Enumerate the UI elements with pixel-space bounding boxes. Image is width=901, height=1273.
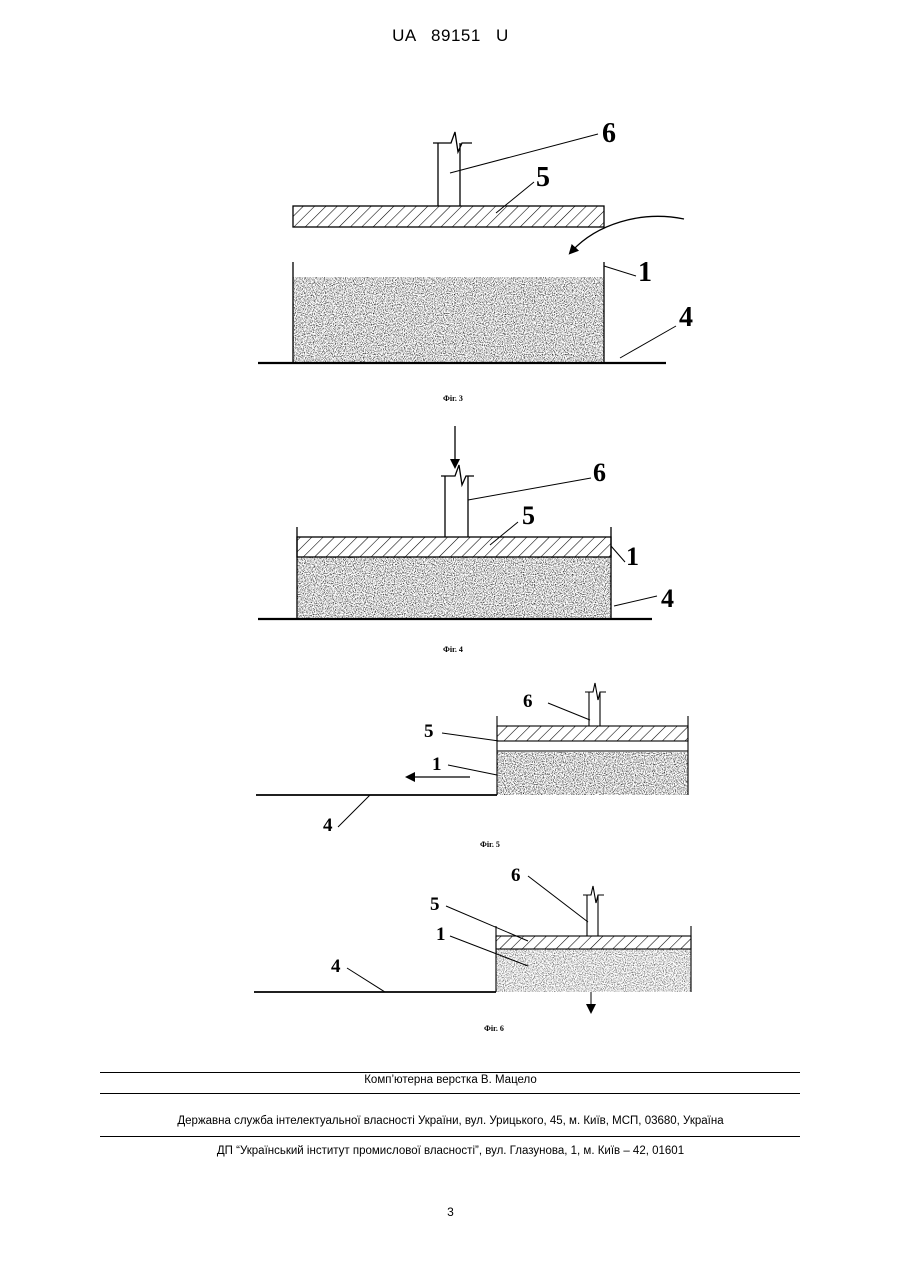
fig5-caption: Фіг. 5 (480, 840, 500, 849)
fig3-label-6: 6 (602, 118, 616, 149)
page-number: 3 (0, 1205, 901, 1219)
footer-rule-bottom (100, 1136, 800, 1137)
fig4-label-5: 5 (522, 501, 535, 530)
fig4-label-6: 6 (593, 458, 606, 487)
layout-credit: Комп’ютерна верстка В. Мацело (0, 1074, 901, 1086)
footer-rule-top (100, 1072, 800, 1073)
figure-5: 6 5 1 4 Фіг. 5 (256, 683, 688, 849)
fig3-label-4: 4 (679, 302, 693, 333)
fig4-label-1: 1 (626, 542, 639, 571)
agency-address: Державна служба інтелектуальної власност… (0, 1115, 901, 1127)
fig5-label-5: 5 (424, 721, 434, 742)
fig6-label-5: 5 (430, 894, 440, 915)
fig6-caption: Фіг. 6 (484, 1024, 504, 1033)
fig5-label-6: 6 (523, 691, 533, 712)
fig4-caption: Фіг. 4 (443, 645, 463, 654)
figure-3: 6 5 1 4 Фіг. 3 (258, 118, 693, 403)
fig3-label-5: 5 (536, 162, 550, 193)
institute-address: ДП “Український інститут промислової вла… (0, 1145, 901, 1157)
figure-4: 6 5 1 4 Фіг. 4 (258, 426, 674, 654)
footer-rule-middle (100, 1093, 800, 1094)
fig5-label-4: 4 (323, 815, 333, 836)
fig6-label-1: 1 (436, 924, 446, 945)
fig5-label-1: 1 (432, 754, 442, 775)
fig3-caption: Фіг. 3 (443, 394, 463, 403)
fig3-label-1: 1 (638, 257, 652, 288)
fig6-label-6: 6 (511, 865, 521, 886)
fig6-label-4: 4 (331, 956, 341, 977)
fig4-label-4: 4 (661, 584, 674, 613)
figure-6: 6 5 1 4 Фіг. 6 (254, 865, 691, 1033)
